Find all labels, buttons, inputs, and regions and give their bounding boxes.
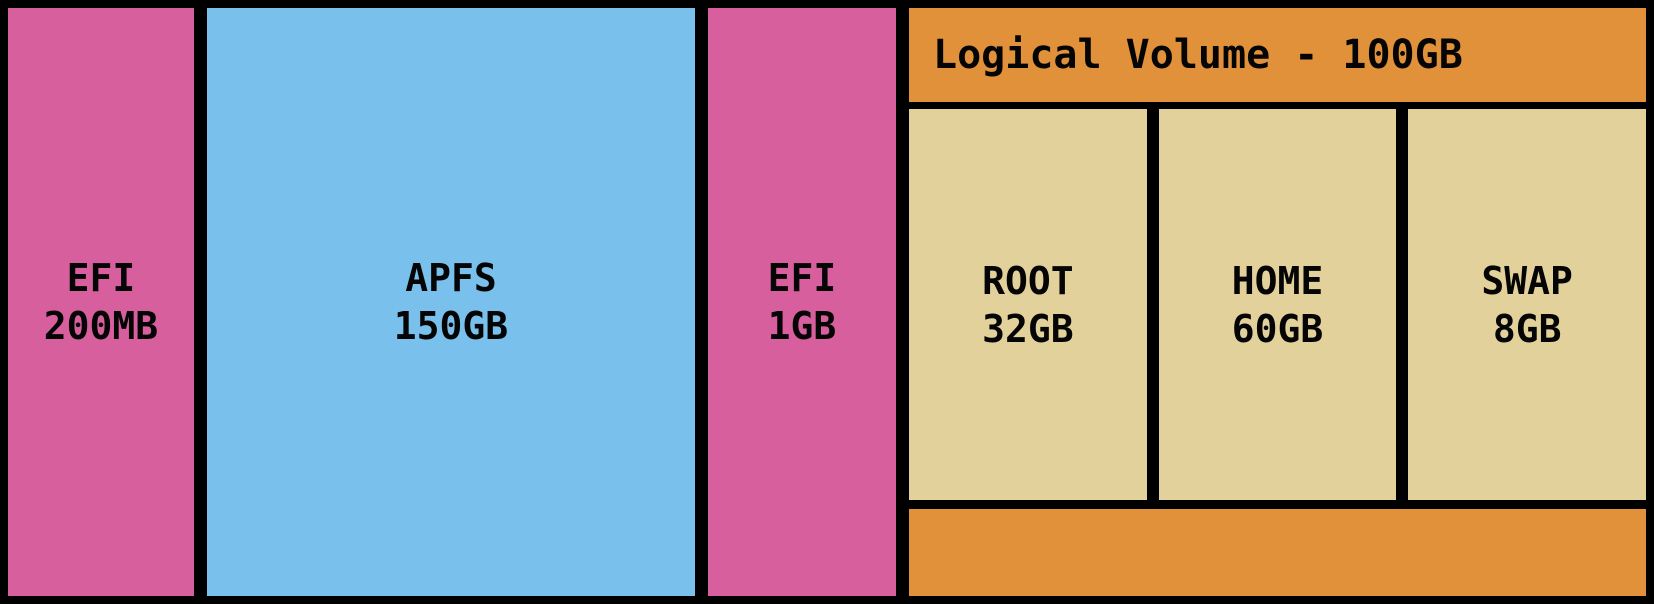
partition-label: EFI bbox=[66, 256, 136, 300]
volume-home: HOME 60GB bbox=[1158, 109, 1397, 500]
volume-size: 60GB bbox=[1231, 306, 1324, 351]
partition-size: 1GB bbox=[767, 304, 837, 348]
partition-efi-200mb: EFI 200MB bbox=[8, 8, 194, 596]
partition-apfs-150gb: APFS 150GB bbox=[207, 8, 695, 596]
partition-efi-1gb: EFI 1GB bbox=[708, 8, 896, 596]
partition-size: 200MB bbox=[43, 304, 159, 348]
volume-label: ROOT bbox=[982, 258, 1074, 303]
volume-size: 32GB bbox=[982, 306, 1074, 351]
logical-volume-title: Logical Volume - 100GB bbox=[933, 32, 1463, 78]
partition-label: APFS bbox=[405, 256, 497, 300]
volume-size: 8GB bbox=[1492, 306, 1562, 351]
volume-label: HOME bbox=[1231, 258, 1324, 303]
logical-volume-header: Logical Volume - 100GB bbox=[909, 8, 1646, 102]
logical-volume-container: Logical Volume - 100GB ROOT 32GB HOME 60… bbox=[909, 8, 1647, 596]
partition-label: EFI bbox=[767, 256, 837, 300]
volume-label: SWAP bbox=[1481, 258, 1573, 303]
volume-swap: SWAP 8GB bbox=[1408, 109, 1647, 500]
logical-volume-row: ROOT 32GB HOME 60GB SWAP 8GB bbox=[909, 109, 1647, 500]
logical-volume-footer bbox=[909, 509, 1646, 596]
partition-size: 150GB bbox=[393, 304, 509, 348]
volume-root: ROOT 32GB bbox=[909, 109, 1147, 500]
